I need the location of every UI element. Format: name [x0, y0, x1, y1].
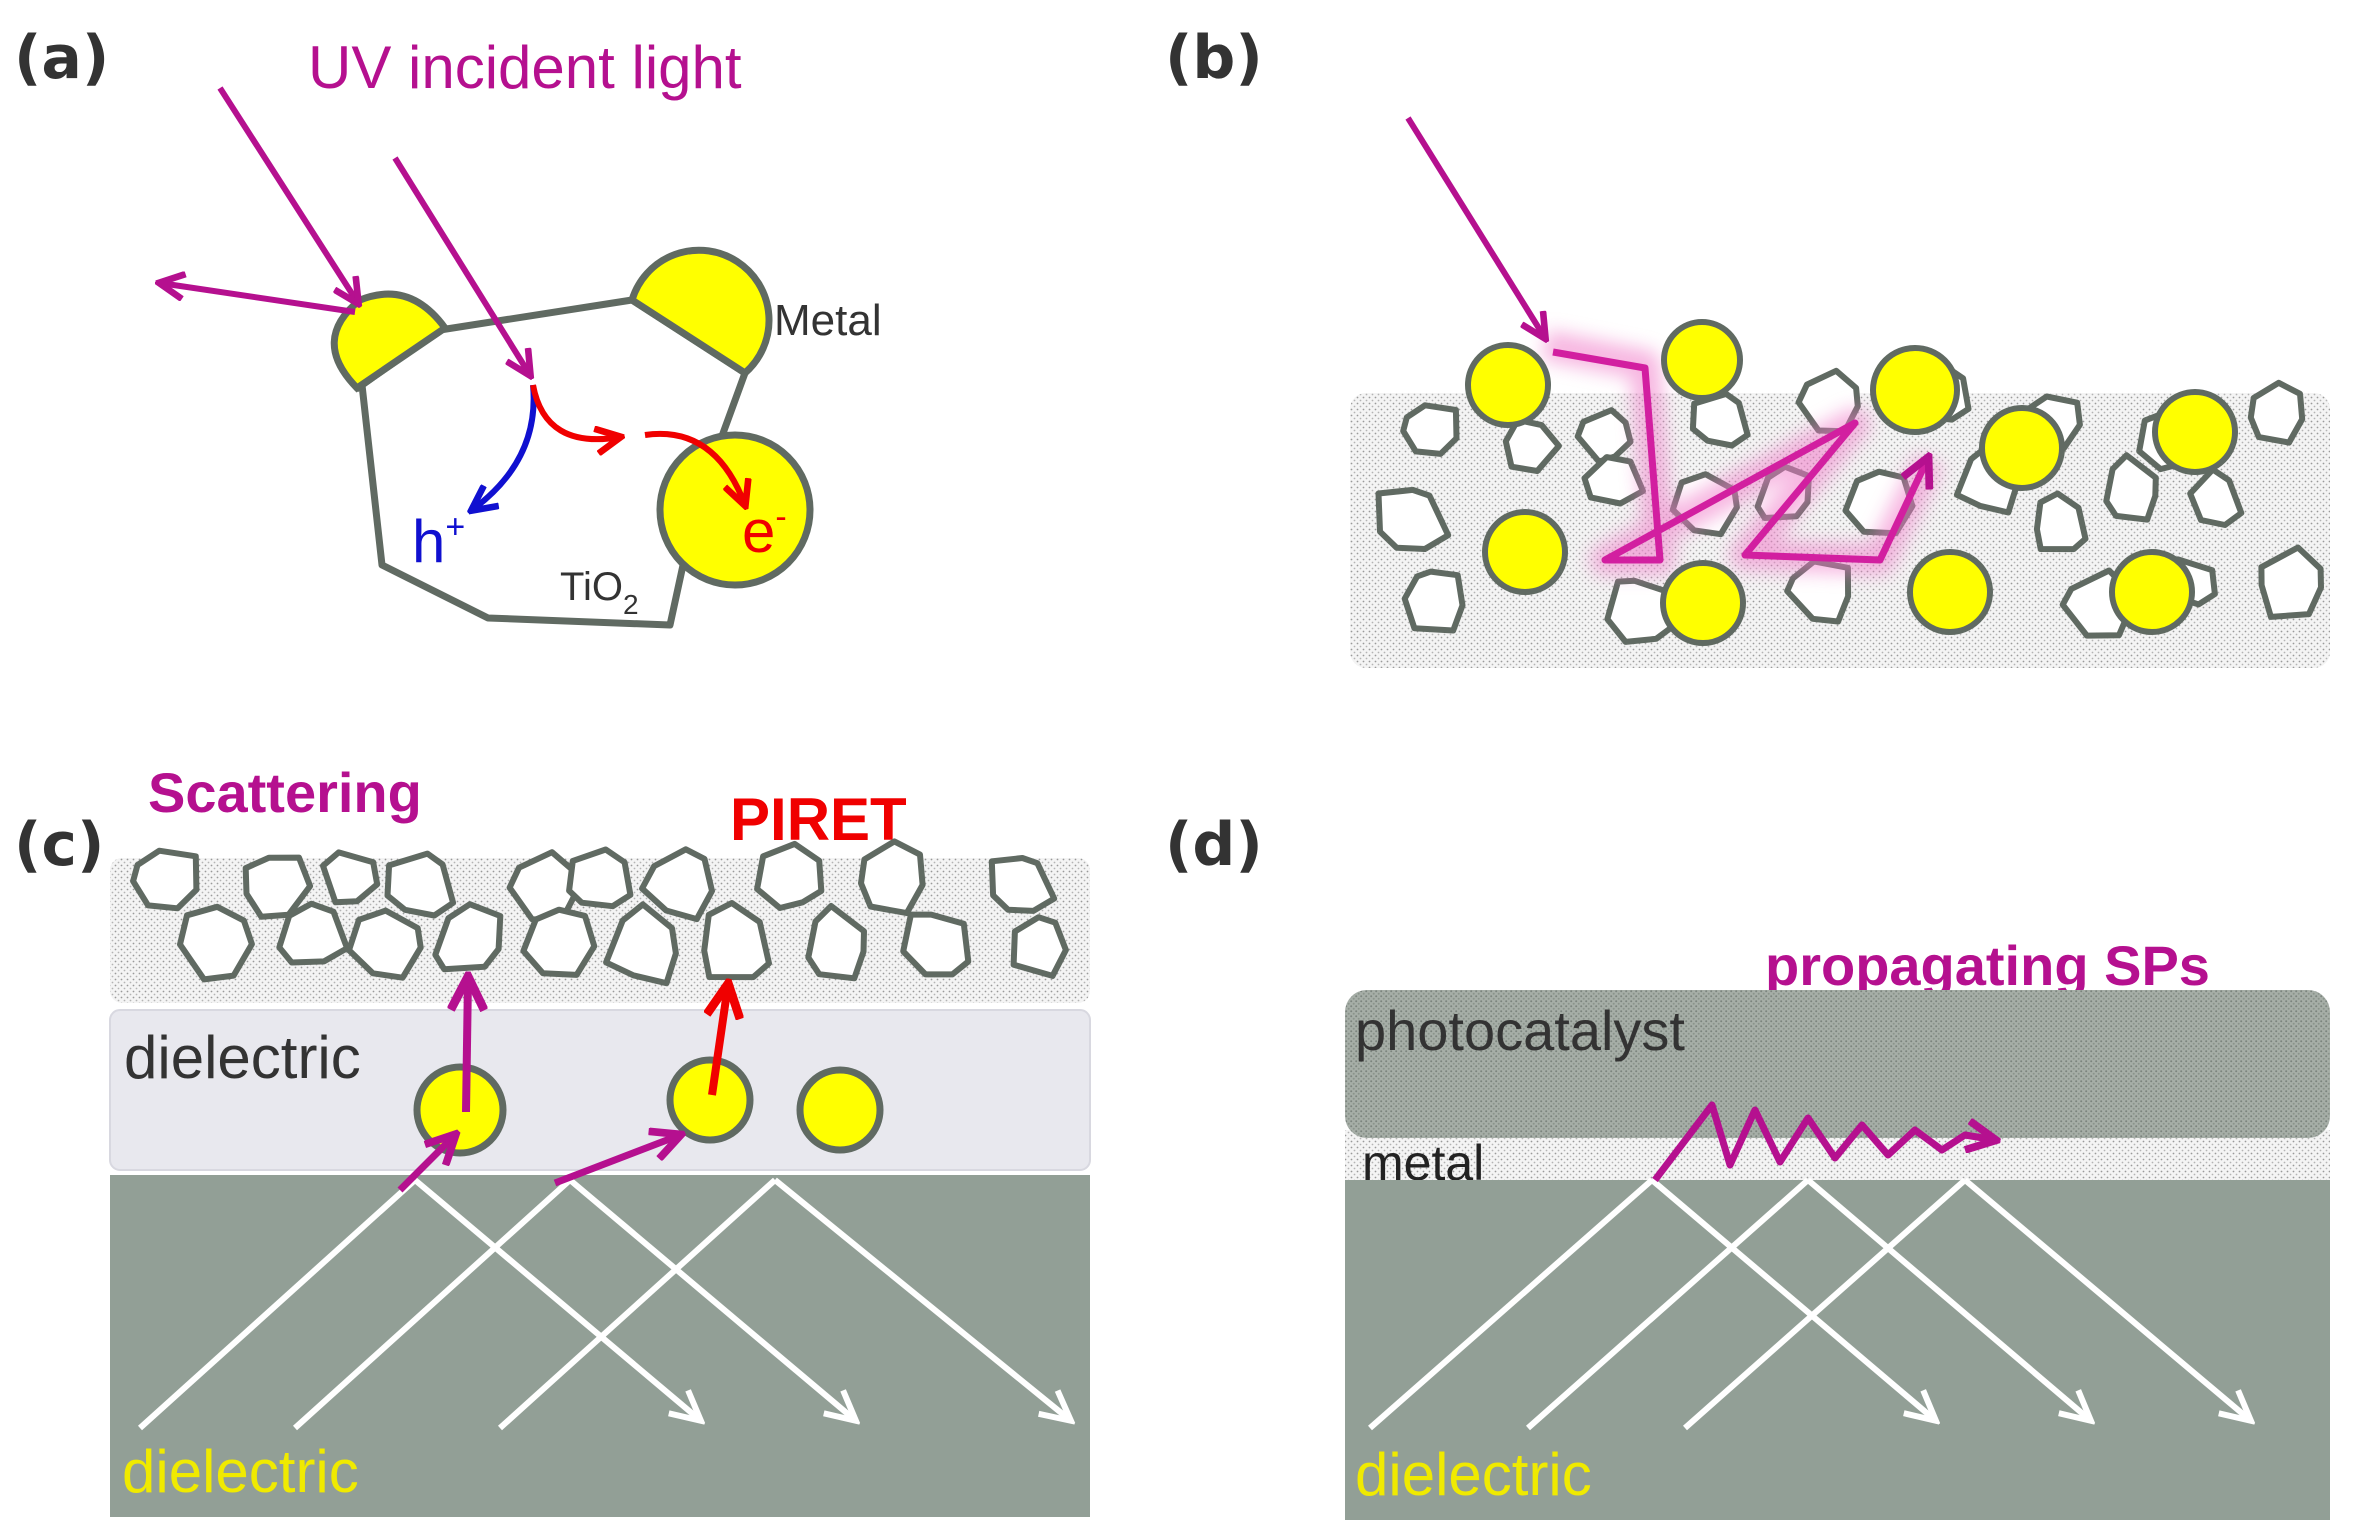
photocatalyst-label: photocatalyst	[1355, 999, 1685, 1062]
metal-np-b-7	[1660, 560, 1746, 646]
hole-arrow	[472, 384, 537, 510]
tio2-particle-c-15	[520, 906, 598, 978]
metal-np-b-5	[2152, 389, 2238, 475]
uv-arrow-1	[217, 86, 358, 303]
tio2-particle-b-26	[2258, 544, 2324, 620]
tio2-particle-c-18	[805, 903, 867, 982]
panel-a-label: (a)	[14, 23, 109, 93]
tio2-particle-b-20	[1401, 568, 1466, 634]
tio2-particle-c-16	[603, 901, 679, 987]
panel-b-label: (b)	[1165, 23, 1263, 93]
tio2-particle-c-9	[858, 838, 926, 917]
uv-incident-light-label: UV incident light	[308, 34, 742, 101]
tio2-particle-c-12	[276, 900, 351, 966]
tio2-particle-c-17	[701, 900, 772, 981]
tio2-particle-b-2	[1502, 416, 1562, 474]
hole-label: h+	[412, 508, 465, 575]
piret-label: PIRET	[730, 786, 907, 853]
coupling-arrow-2	[553, 1135, 680, 1187]
tio2-particle-b-12	[1581, 454, 1646, 507]
tio2-particle-b-1	[1400, 402, 1460, 457]
surface-plasmon-wave	[1652, 1101, 1995, 1183]
scattering-label: Scattering	[148, 761, 422, 824]
tio2-particle-c-8	[754, 840, 825, 911]
panel-c-label: (c)	[14, 810, 104, 880]
tio2-particle-c-14	[432, 901, 504, 973]
waveguide-arrows-d	[1368, 1177, 2250, 1431]
waveguide-arrows-c	[137, 1177, 1070, 1431]
metal-np-b-6	[1482, 509, 1568, 595]
metal-np-b-4	[1979, 405, 2065, 491]
metal-np-b-9	[2109, 549, 2195, 635]
tio2-particle-c-20	[1010, 914, 1069, 979]
metal-nanoparticles-b	[1465, 319, 2238, 646]
tio2-particle-c-4	[384, 850, 457, 919]
photocatalyst-layer-d	[1345, 990, 2330, 1138]
tio2-particle-b-10	[1375, 486, 1452, 552]
metal-particle-top-right	[627, 246, 773, 378]
substrate-dielectric-label-c: dielectric	[122, 1438, 359, 1505]
tio2-particle-c-3	[320, 849, 381, 906]
reflected-arrow	[160, 283, 356, 315]
substrate-c	[110, 1175, 1090, 1517]
tio2-particle-c-7	[639, 846, 715, 923]
metal-np-c-1	[413, 1063, 507, 1157]
tio2-particle-b-9	[2247, 379, 2306, 446]
metal-np-b-3	[1870, 345, 1960, 435]
metal-np-c-3	[796, 1066, 884, 1154]
tio2-particle-c-6	[566, 846, 634, 910]
tio2-particle-b-4	[1689, 390, 1751, 449]
tio2-label: TiO2	[560, 565, 639, 620]
metal-particle-bottom-right	[656, 431, 814, 589]
tio2-particle-c-1	[130, 847, 200, 912]
propagating-sps-label: propagating SPs	[1765, 934, 2210, 997]
piret-arrow	[712, 985, 728, 1096]
tio2-particle-b-18	[2103, 452, 2159, 523]
electron-label: e-	[742, 498, 787, 565]
electron-arrow-1	[530, 384, 620, 439]
scattering-arrow	[466, 978, 468, 1113]
panel-c: (c) Scattering PIRET dielectric dielectr…	[14, 761, 1091, 1517]
metal-np-c-2	[666, 1056, 754, 1144]
metal-np-b-8	[1907, 549, 1993, 635]
tio2-particle-c-2	[242, 854, 314, 920]
tio2-particle-c-19	[900, 911, 972, 978]
panel-d-label: (d)	[1165, 810, 1263, 880]
panel-a: (a) UV incident light Metal TiO2 h+ e-	[14, 23, 882, 629]
tio2-particle-c-10	[988, 855, 1058, 914]
coupling-arrow-1	[397, 1135, 455, 1193]
incident-arrow-b	[1405, 116, 1545, 338]
tio2-particles-c	[130, 838, 1069, 987]
tio2-particle-b-17	[2033, 490, 2089, 553]
tio2-particle-c-13	[346, 907, 424, 981]
substrate-dielectric-label-d: dielectric	[1355, 1441, 1592, 1508]
dielectric-layer-label: dielectric	[124, 1024, 361, 1091]
tio2-particle-b-19	[2187, 466, 2245, 528]
panel-d: (d) propagating SPs photocatalyst metal …	[1165, 810, 2330, 1520]
uv-arrow-2	[392, 156, 530, 375]
metal-label: Metal	[774, 296, 882, 345]
metal-np-b-2	[1661, 319, 1743, 401]
tio2-particle-c-11	[177, 903, 255, 983]
metal-np-b-1	[1465, 342, 1551, 428]
electron-arrow-2	[644, 430, 745, 505]
panel-b: (b)	[1165, 23, 2330, 668]
scattered-light-path	[1552, 348, 1928, 564]
